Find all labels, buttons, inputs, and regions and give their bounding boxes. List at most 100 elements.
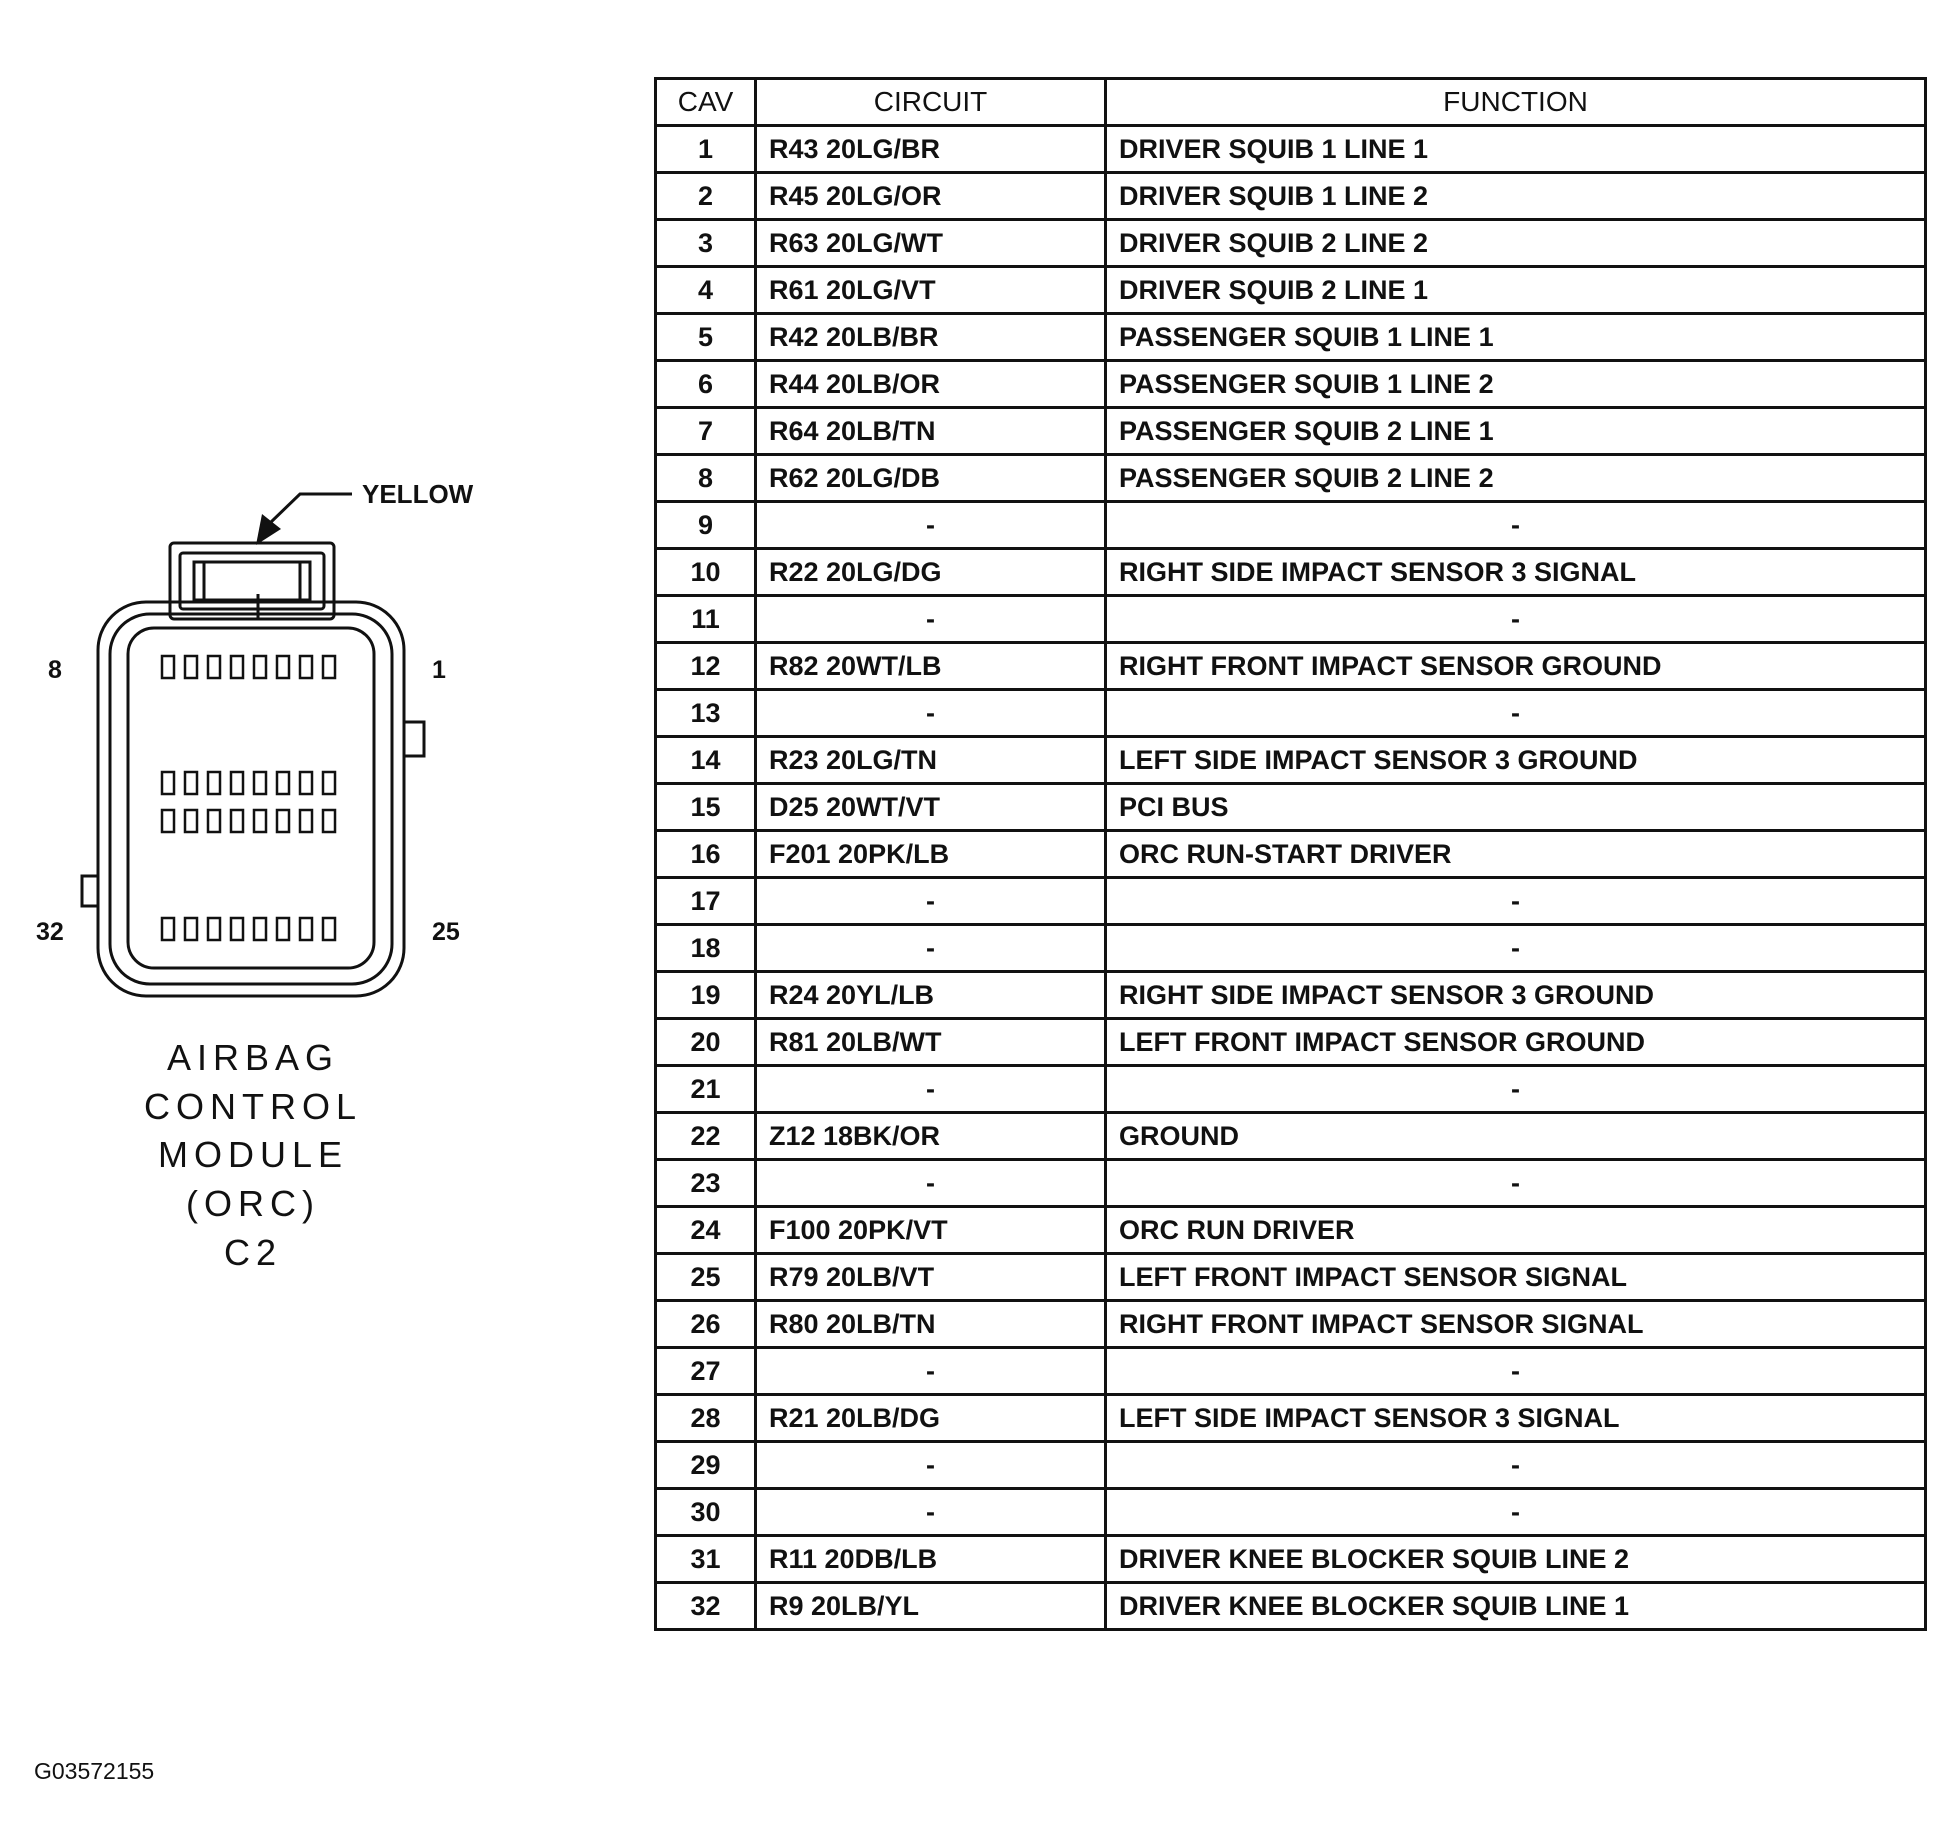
circuit-cell: - — [754, 688, 1107, 738]
pin-cavity — [298, 808, 314, 834]
function-cell: ORC RUN-START DRIVER — [1104, 829, 1927, 879]
caption-line-3: MODULE — [158, 1134, 348, 1175]
function-cell: - — [1104, 688, 1927, 738]
pin-cavity — [229, 654, 245, 680]
pin-cavity — [252, 770, 268, 796]
pin-cavity — [160, 654, 176, 680]
cav-cell: 31 — [654, 1534, 757, 1584]
pin-cavity — [321, 808, 337, 834]
pin-cavity — [321, 916, 337, 942]
cav-cell: 20 — [654, 1017, 757, 1067]
cav-cell: 19 — [654, 970, 757, 1020]
pin-cavity — [206, 770, 222, 796]
function-cell: - — [1104, 876, 1927, 926]
table-row: 30-- — [654, 1487, 1927, 1537]
figure-id: G03572155 — [34, 1758, 155, 1784]
circuit-cell: R82 20WT/LB — [754, 641, 1107, 691]
function-cell: - — [1104, 1487, 1927, 1537]
circuit-cell: R43 20LG/BR — [754, 124, 1107, 174]
circuit-cell: R23 20LG/TN — [754, 735, 1107, 785]
circuit-cell: R79 20LB/VT — [754, 1252, 1107, 1302]
circuit-cell: R44 20LB/OR — [754, 359, 1107, 409]
pin-label-top-left: 8 — [48, 656, 62, 684]
pin-cavity — [160, 808, 176, 834]
function-cell: - — [1104, 1064, 1927, 1114]
pin-cavity — [229, 916, 245, 942]
cav-cell: 7 — [654, 406, 757, 456]
function-cell: PASSENGER SQUIB 1 LINE 2 — [1104, 359, 1927, 409]
function-cell: ORC RUN DRIVER — [1104, 1205, 1927, 1255]
header-function: FUNCTION — [1104, 77, 1927, 127]
function-cell: PCI BUS — [1104, 782, 1927, 832]
circuit-cell: R42 20LB/BR — [754, 312, 1107, 362]
circuit-cell: R62 20LG/DB — [754, 453, 1107, 503]
pin-cavity-grid — [160, 654, 337, 942]
circuit-cell: R9 20LB/YL — [754, 1581, 1107, 1631]
cav-cell: 18 — [654, 923, 757, 973]
circuit-cell: - — [754, 500, 1107, 550]
pin-cavity — [229, 808, 245, 834]
pin-cavity — [183, 654, 199, 680]
cav-cell: 9 — [654, 500, 757, 550]
function-cell: RIGHT SIDE IMPACT SENSOR 3 GROUND — [1104, 970, 1927, 1020]
pin-label-top-right: 1 — [432, 656, 446, 684]
table-row: 9-- — [654, 500, 1927, 550]
cav-cell: 13 — [654, 688, 757, 738]
pin-cavity — [275, 770, 291, 796]
pin-cavity — [298, 770, 314, 796]
connector-diagram: YELLOW 8 1 32 25 AIRBAG CONTROL MODULE (… — [36, 479, 474, 1273]
function-cell: LEFT FRONT IMPACT SENSOR SIGNAL — [1104, 1252, 1927, 1302]
callout-arrow-icon — [256, 514, 281, 545]
function-cell: PASSENGER SQUIB 2 LINE 1 — [1104, 406, 1927, 456]
table-row: 21-- — [654, 1064, 1927, 1114]
function-cell: RIGHT FRONT IMPACT SENSOR GROUND — [1104, 641, 1927, 691]
connector-housing — [80, 600, 426, 998]
pin-cavity — [252, 654, 268, 680]
pin-label-bottom-right: 25 — [432, 918, 460, 946]
function-cell: LEFT FRONT IMPACT SENSOR GROUND — [1104, 1017, 1927, 1067]
cav-cell: 22 — [654, 1111, 757, 1161]
cav-cell: 29 — [654, 1440, 757, 1490]
circuit-cell: R24 20YL/LB — [754, 970, 1107, 1020]
circuit-cell: R63 20LG/WT — [754, 218, 1107, 268]
connector-latch — [168, 541, 336, 621]
cav-cell: 5 — [654, 312, 757, 362]
circuit-cell: - — [754, 1064, 1107, 1114]
function-cell: DRIVER KNEE BLOCKER SQUIB LINE 2 — [1104, 1534, 1927, 1584]
circuit-cell: - — [754, 1158, 1107, 1208]
cav-cell: 8 — [654, 453, 757, 503]
pin-cavity — [183, 770, 199, 796]
table-row: 29-- — [654, 1440, 1927, 1490]
cav-cell: 15 — [654, 782, 757, 832]
function-cell: RIGHT SIDE IMPACT SENSOR 3 SIGNAL — [1104, 547, 1927, 597]
pin-cavity — [275, 808, 291, 834]
cav-cell: 12 — [654, 641, 757, 691]
function-cell: - — [1104, 1346, 1927, 1396]
circuit-cell: F201 20PK/LB — [754, 829, 1107, 879]
circuit-cell: - — [754, 594, 1107, 644]
cav-cell: 23 — [654, 1158, 757, 1208]
circuit-cell: - — [754, 876, 1107, 926]
function-cell: DRIVER SQUIB 2 LINE 1 — [1104, 265, 1927, 315]
pin-label-bottom-left: 32 — [36, 918, 64, 946]
pin-cavity — [206, 654, 222, 680]
circuit-cell: R81 20LB/WT — [754, 1017, 1107, 1067]
circuit-cell: - — [754, 1346, 1107, 1396]
pin-cavity — [298, 654, 314, 680]
pin-cavity — [206, 808, 222, 834]
cav-cell: 30 — [654, 1487, 757, 1537]
